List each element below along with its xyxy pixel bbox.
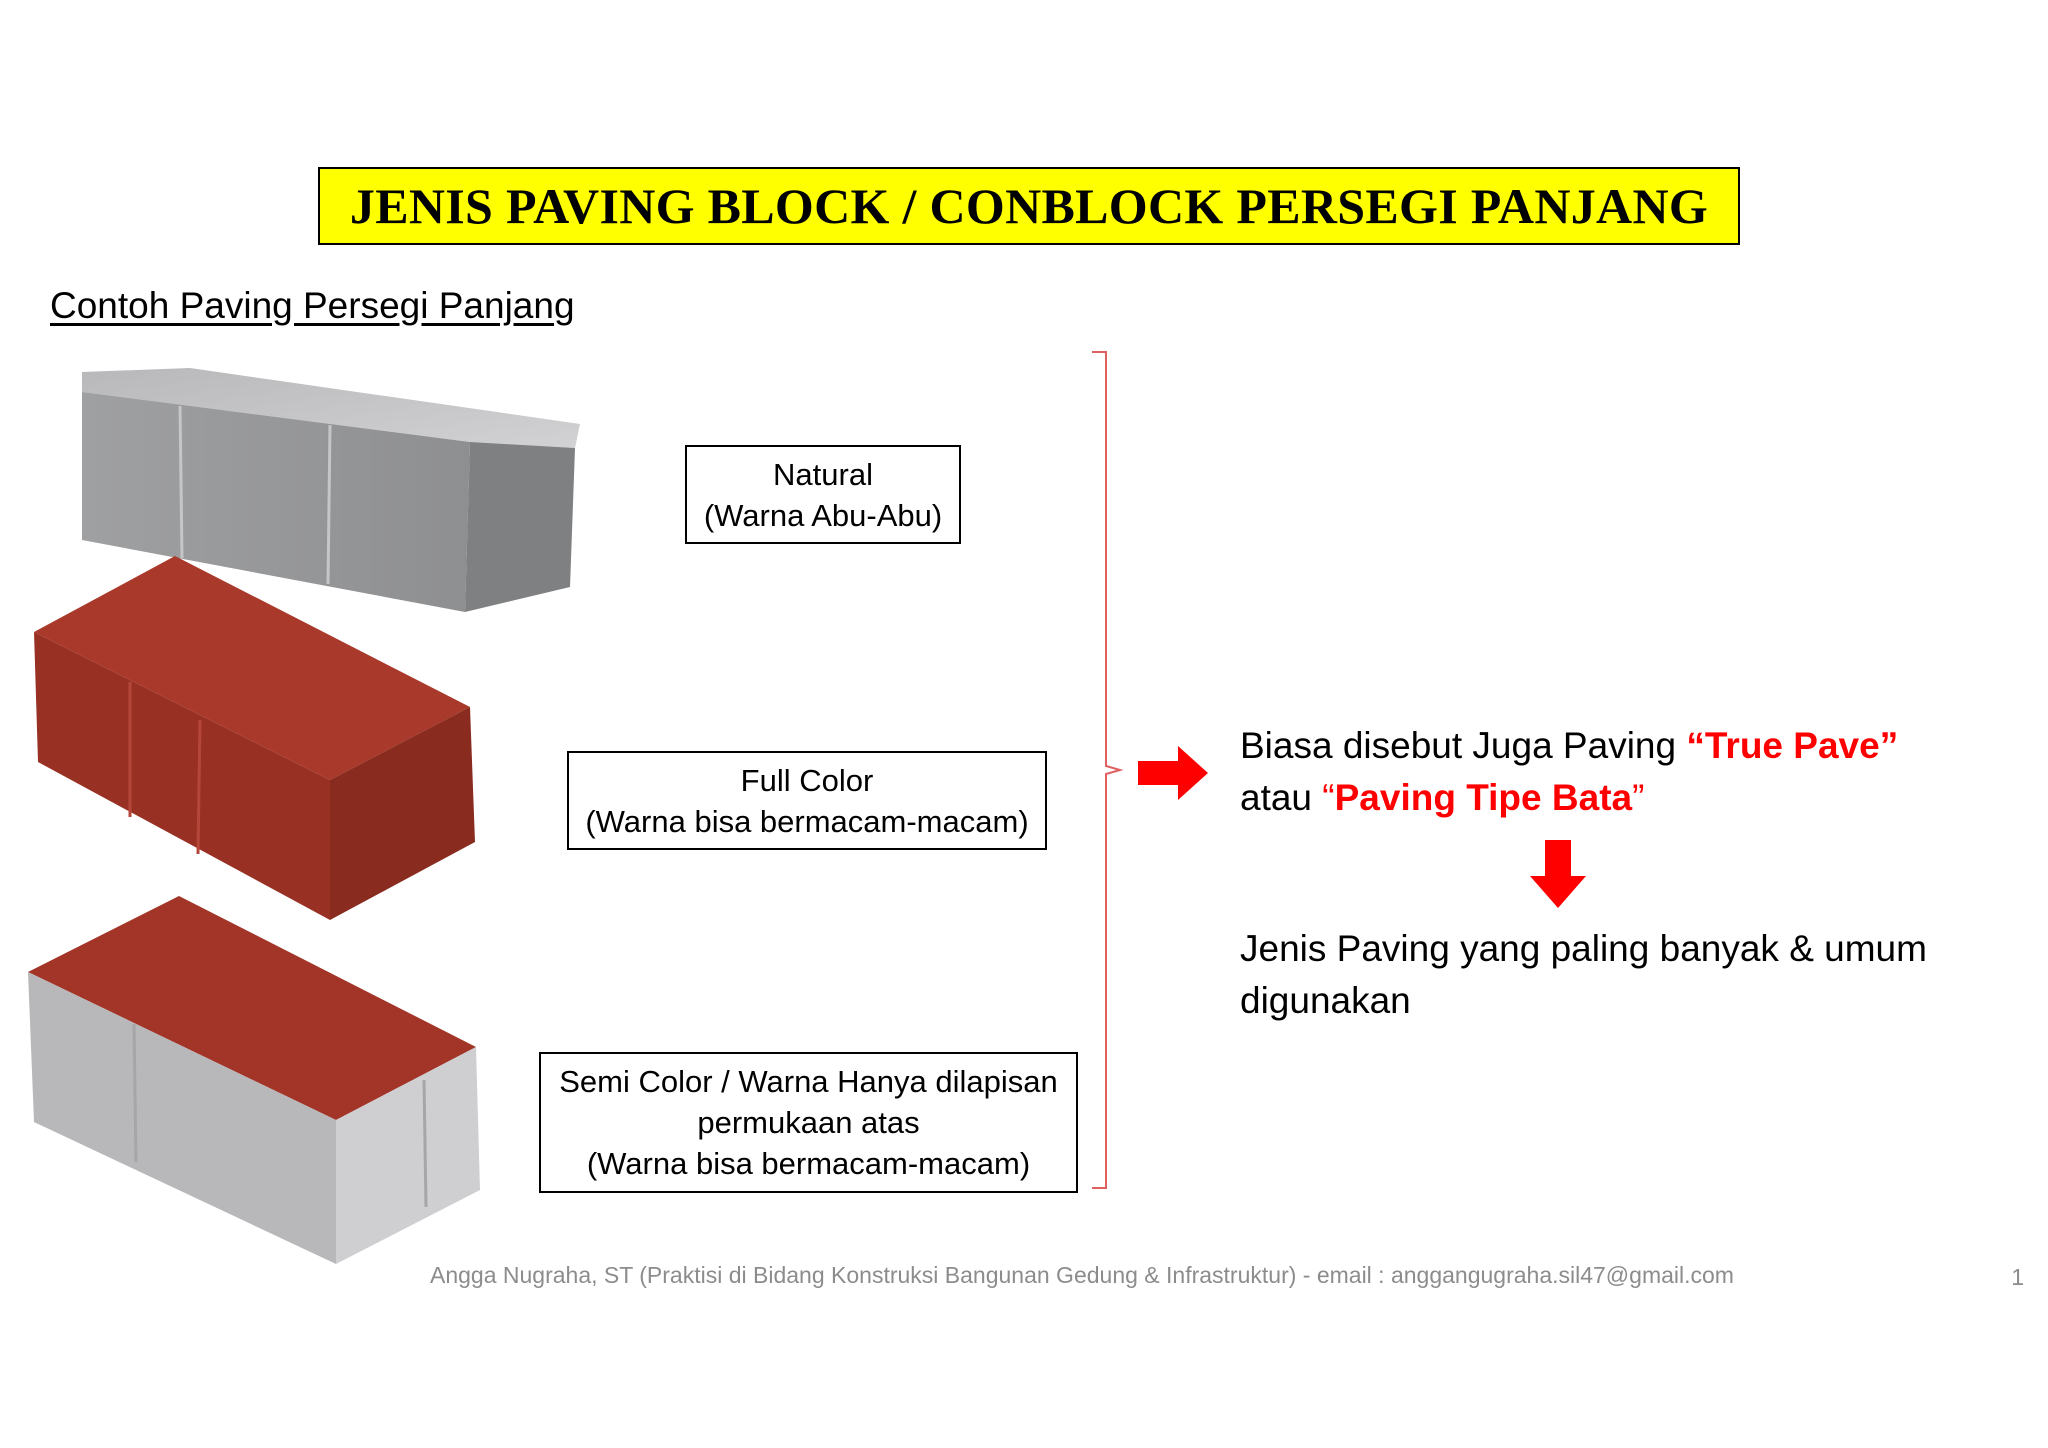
red-arrow-right-icon: [1138, 746, 1208, 800]
label-semi-color: Semi Color / Warna Hanya dilapisan permu…: [539, 1052, 1078, 1193]
label-full-color: Full Color (Warna bisa bermacam-macam): [567, 751, 1047, 850]
info-line-1: Biasa disebut Juga Paving “True Pave”: [1240, 725, 1899, 766]
red-paving-block-image: [34, 556, 475, 920]
conclusion-text: Jenis Paving yang paling banyak & umum d…: [1240, 928, 1927, 1021]
paving-tipe-bata-highlight: Paving Tipe Bata: [1334, 777, 1633, 818]
red-arrow-down-icon: [1530, 840, 1586, 908]
info-line-2: atau “Paving Tipe Bata”: [1240, 777, 1645, 818]
footer-credit: Angga Nugraha, ST (Praktisi di Bidang Ko…: [430, 1262, 1734, 1288]
true-pave-highlight: “True Pave”: [1686, 725, 1899, 766]
bracket-icon: [1092, 351, 1124, 1189]
label-natural: Natural (Warna Abu-Abu): [685, 445, 961, 544]
grey-paving-block-image: [82, 368, 580, 612]
page-number: 1: [2011, 1264, 2024, 1290]
section-subtitle: Contoh Paving Persegi Panjang: [50, 285, 575, 326]
page-title: JENIS PAVING BLOCK / CONBLOCK PERSEGI PA…: [349, 178, 1709, 234]
title-banner: JENIS PAVING BLOCK / CONBLOCK PERSEGI PA…: [318, 167, 1740, 245]
semi-color-paving-block-image: [28, 896, 480, 1264]
